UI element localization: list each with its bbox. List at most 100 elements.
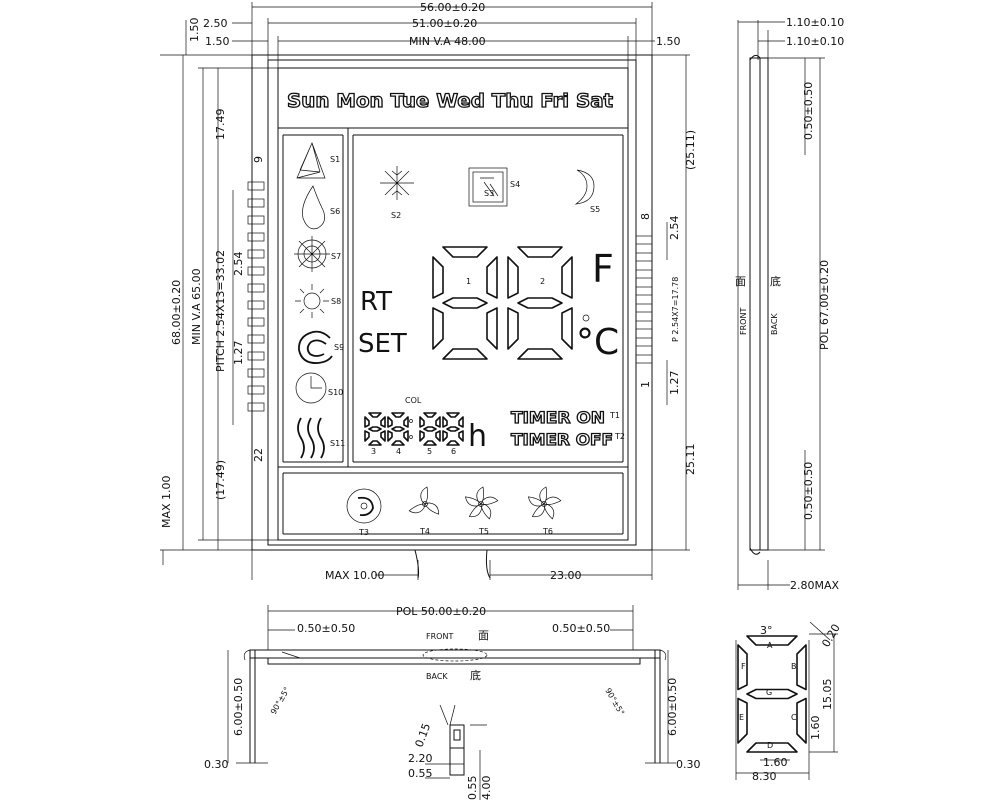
side-top-margin: 0.50±0.50 (802, 82, 815, 140)
side-top-dim-1: 1.10±0.10 (786, 16, 844, 29)
bottom-right-angle: 90°±5° (603, 687, 626, 717)
segment-total-width: 8.30 (752, 770, 777, 783)
fan-blade (539, 486, 548, 505)
pin-label-left-top: 9 (252, 156, 265, 163)
pin-width: 2.20 (408, 752, 433, 765)
segment-height: 15.05 (821, 679, 834, 711)
fan-label-t4: T4 (419, 527, 430, 536)
fan-hub (422, 501, 428, 507)
segment-letter-e: E (739, 713, 744, 722)
pin-size: 0.55 (408, 767, 433, 780)
icon-label-s2: S2 (391, 211, 401, 220)
icon-label-s3: S3 (484, 189, 494, 198)
dim-right-bottom: 25.11 (684, 444, 697, 476)
bottom-left-height: 6.00±0.50 (232, 678, 245, 736)
digit-segment (380, 430, 386, 442)
inner-glass-outline (267, 59, 637, 546)
bottom-back-cjk: 底 (470, 668, 481, 682)
col-label: COL (405, 396, 422, 405)
fan-blade (480, 503, 492, 520)
bottom-left-margin: 0.50±0.50 (297, 622, 355, 635)
left-pin (247, 317, 265, 327)
timer-on-label: TIMER ON (511, 408, 605, 427)
digit-segment (507, 256, 519, 299)
dim-pin-pitch-total: PITCH 2.54X13=33.02 (214, 250, 227, 372)
digit-segment (423, 426, 437, 432)
digit-segment (380, 416, 386, 428)
segment-angle: 3° (760, 624, 773, 637)
digit-segment (419, 430, 425, 442)
right-pin-row (635, 235, 653, 364)
fan-hub (478, 501, 484, 507)
digit-segment (458, 430, 464, 442)
outer-glass-outline (251, 54, 653, 551)
side-top-dim-2: 1.10±0.10 (786, 35, 844, 48)
dim-left-margin: 2.50 (203, 17, 228, 30)
fan-icon-group (408, 486, 562, 520)
bottom-view: POL 50.00±0.20 0.50±0.50 0.50±0.50 FRONT… (204, 605, 701, 771)
digit-segment (442, 416, 448, 428)
view-area-outline (277, 67, 629, 541)
dim-max-thickness: MAX 1.00 (160, 475, 173, 528)
digit-segment (486, 307, 498, 350)
fan-auto-icon (346, 488, 382, 524)
digit-segment (368, 440, 382, 446)
digit-segment (423, 440, 437, 446)
digit-segment (746, 688, 798, 700)
digit-segment (432, 307, 444, 350)
icon-label-s9: S9 (334, 343, 344, 352)
segment-width: 1.60 (763, 756, 788, 769)
segment-letter-b: B (791, 662, 797, 671)
digit-segment (458, 416, 464, 428)
side-max-thickness: 2.80MAX (790, 579, 840, 592)
digit-segment (442, 297, 488, 309)
fan-hub (541, 501, 547, 507)
dim-right-top-ref: (25.11) (684, 130, 697, 170)
digit-segment (391, 440, 405, 446)
big-digit-1 (432, 246, 498, 360)
segment-detail-digit (737, 635, 807, 753)
bottom-right-bottom: 0.30 (676, 758, 701, 771)
timer-label-t1: T1 (609, 411, 620, 420)
side-view: 1.10±0.10 1.10±0.10 POL 67.00±0.20 0.50±… (735, 16, 844, 592)
side-back-cjk: 底 (770, 274, 781, 288)
dim-tail-offset: 23.00 (550, 569, 582, 582)
digit-segment (368, 426, 382, 432)
filter-icon (468, 167, 508, 207)
heat-waves-icon (297, 417, 325, 459)
snowflake-icon (380, 166, 414, 200)
digit-segment (403, 416, 409, 428)
left-pin (247, 300, 265, 310)
digit-segment (423, 412, 437, 418)
digit-segment (391, 426, 405, 432)
dim-overall-width: 56.00±0.20 (420, 1, 485, 14)
fan-blade (528, 496, 545, 507)
bottom-left-bottom: 0.30 (204, 758, 229, 771)
swirl-icon (298, 330, 333, 364)
small-digit-group (364, 412, 464, 446)
hour-label: h (468, 419, 487, 454)
digit-segment (746, 635, 798, 646)
pin-detail: 0.15 2.20 0.55 0.55 4.00 (408, 704, 493, 800)
fan-blade (408, 503, 426, 514)
bottom-pol-width: POL 50.00±0.20 (396, 605, 486, 618)
dim-left-pin-width: 1.27 (232, 341, 245, 366)
small-digit-5 (419, 412, 441, 446)
side-front-label: FRONT (739, 308, 748, 335)
fan-blade (531, 503, 546, 518)
bottom-right-height: 6.00±0.50 (666, 678, 679, 736)
fan-blade (424, 502, 440, 515)
digit-segment (435, 430, 441, 442)
fan-label-t5: T5 (478, 527, 489, 536)
digit-segment (368, 412, 382, 418)
left-pin (247, 232, 265, 242)
side-back-label: BACK (770, 313, 779, 335)
pin-angle: 0.15 (413, 722, 434, 749)
fahrenheit-label: F (592, 247, 614, 291)
digit-segment (517, 348, 563, 360)
bottom-front-label: FRONT (426, 632, 453, 641)
small-digit-4 (387, 412, 409, 446)
small-digit-6 (442, 412, 464, 446)
icon-label-s11: S11 (330, 439, 345, 448)
